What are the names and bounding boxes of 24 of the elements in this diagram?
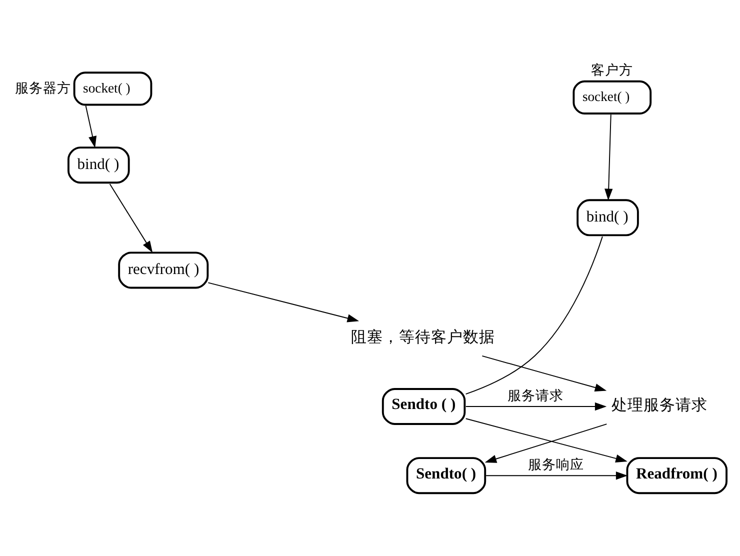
node-text: 阻塞，等待客户数据	[350, 328, 495, 346]
node-box: Sendto ( )	[382, 388, 466, 425]
node-box: socket( )	[572, 80, 652, 114]
edge-label: 服务响应	[528, 456, 584, 473]
connector	[465, 236, 603, 395]
node-box: bind( )	[576, 199, 639, 236]
arrow	[109, 184, 153, 253]
arrow	[465, 402, 607, 411]
arrow	[208, 282, 360, 322]
node-box: socket( )	[73, 72, 152, 106]
node-label: 客户方	[591, 62, 634, 79]
arrow	[465, 418, 628, 462]
arrow	[482, 355, 607, 392]
node-text: 处理服务请求	[611, 396, 708, 414]
node-box: Sendto( )	[406, 457, 486, 494]
node-box: bind( )	[68, 146, 130, 184]
arrow	[604, 114, 613, 200]
arrow	[85, 105, 97, 148]
node-label: 服务器方	[14, 80, 71, 96]
node-box: recvfrom( )	[118, 252, 209, 289]
arrow	[484, 424, 608, 463]
node-box: Readfrom( )	[626, 457, 728, 494]
arrow	[486, 472, 628, 480]
edge-label: 服务请求	[507, 388, 564, 404]
